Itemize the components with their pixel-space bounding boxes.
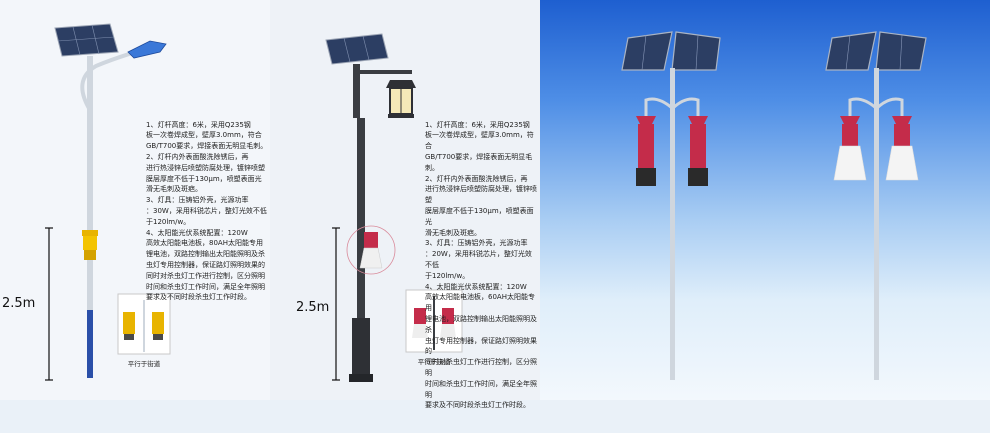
insect-killer-lamp-icon (833, 116, 867, 181)
insect-killer-lamp-icon (885, 116, 919, 181)
solar-panel-icon (54, 23, 119, 57)
street-light-head-icon (127, 40, 167, 59)
height-label: 2.5m (2, 296, 36, 311)
solar-panel-icon (325, 33, 389, 65)
insect-killer-lamp-icon (636, 116, 656, 186)
solar-panel-icon (825, 31, 927, 71)
product-panel-insect-lamps (540, 0, 990, 400)
product-panel-garden-light: 2.5m 1、灯杆高度：6米，采用Q235钢板一次卷焊成型，壁厚3.0mm，符合… (270, 0, 540, 409)
insect-killer-lamp-icon (82, 230, 98, 260)
height-label: 2.5m (296, 300, 330, 315)
solar-panel-icon (621, 31, 721, 71)
insect-lamps-illustration (621, 31, 927, 380)
garden-light-illustration (325, 33, 463, 382)
lantern-icon (386, 80, 416, 118)
product-panel-street-light: 2.5m 1、灯杆高度：6米，采用Q235钢板一次卷焊成型，壁厚3.0mm，符合… (0, 0, 270, 400)
inset-caption: 平行于街道 (127, 360, 161, 368)
insect-killer-lamp-icon (688, 116, 708, 186)
street-light-illustration (45, 23, 171, 381)
insect-killer-lamp-icon (359, 232, 383, 269)
inset-caption: 平行于街道 (417, 358, 451, 366)
